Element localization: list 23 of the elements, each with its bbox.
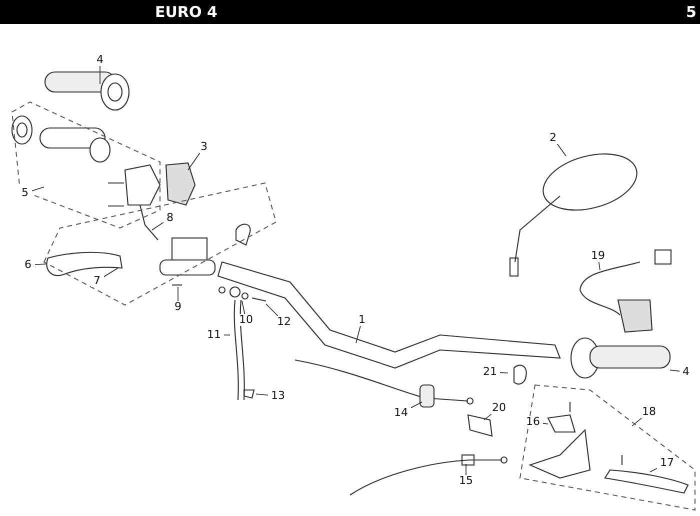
leader-line [632, 418, 642, 426]
leader-line [670, 370, 680, 372]
leader-line [650, 468, 658, 472]
leader-line [598, 262, 600, 270]
leader-line [500, 372, 508, 374]
leader-line [556, 144, 566, 156]
leader-line [103, 268, 118, 278]
leader-line [242, 300, 246, 314]
leader-line [31, 186, 44, 192]
page-number: 5 [686, 3, 696, 21]
leader-line [188, 152, 200, 170]
leader-line [34, 264, 46, 266]
callout-number: 7 [90, 275, 104, 287]
callout-number: 5 [18, 187, 32, 199]
leader-line [224, 334, 230, 336]
leader-line [152, 222, 164, 230]
leader-line [410, 402, 422, 408]
emission-standard-label: EURO 4 [155, 3, 218, 21]
leader-line [266, 304, 278, 316]
leader-line [542, 422, 548, 424]
leader-line [356, 326, 361, 344]
leader-line [256, 394, 268, 396]
leader-line [484, 414, 492, 420]
